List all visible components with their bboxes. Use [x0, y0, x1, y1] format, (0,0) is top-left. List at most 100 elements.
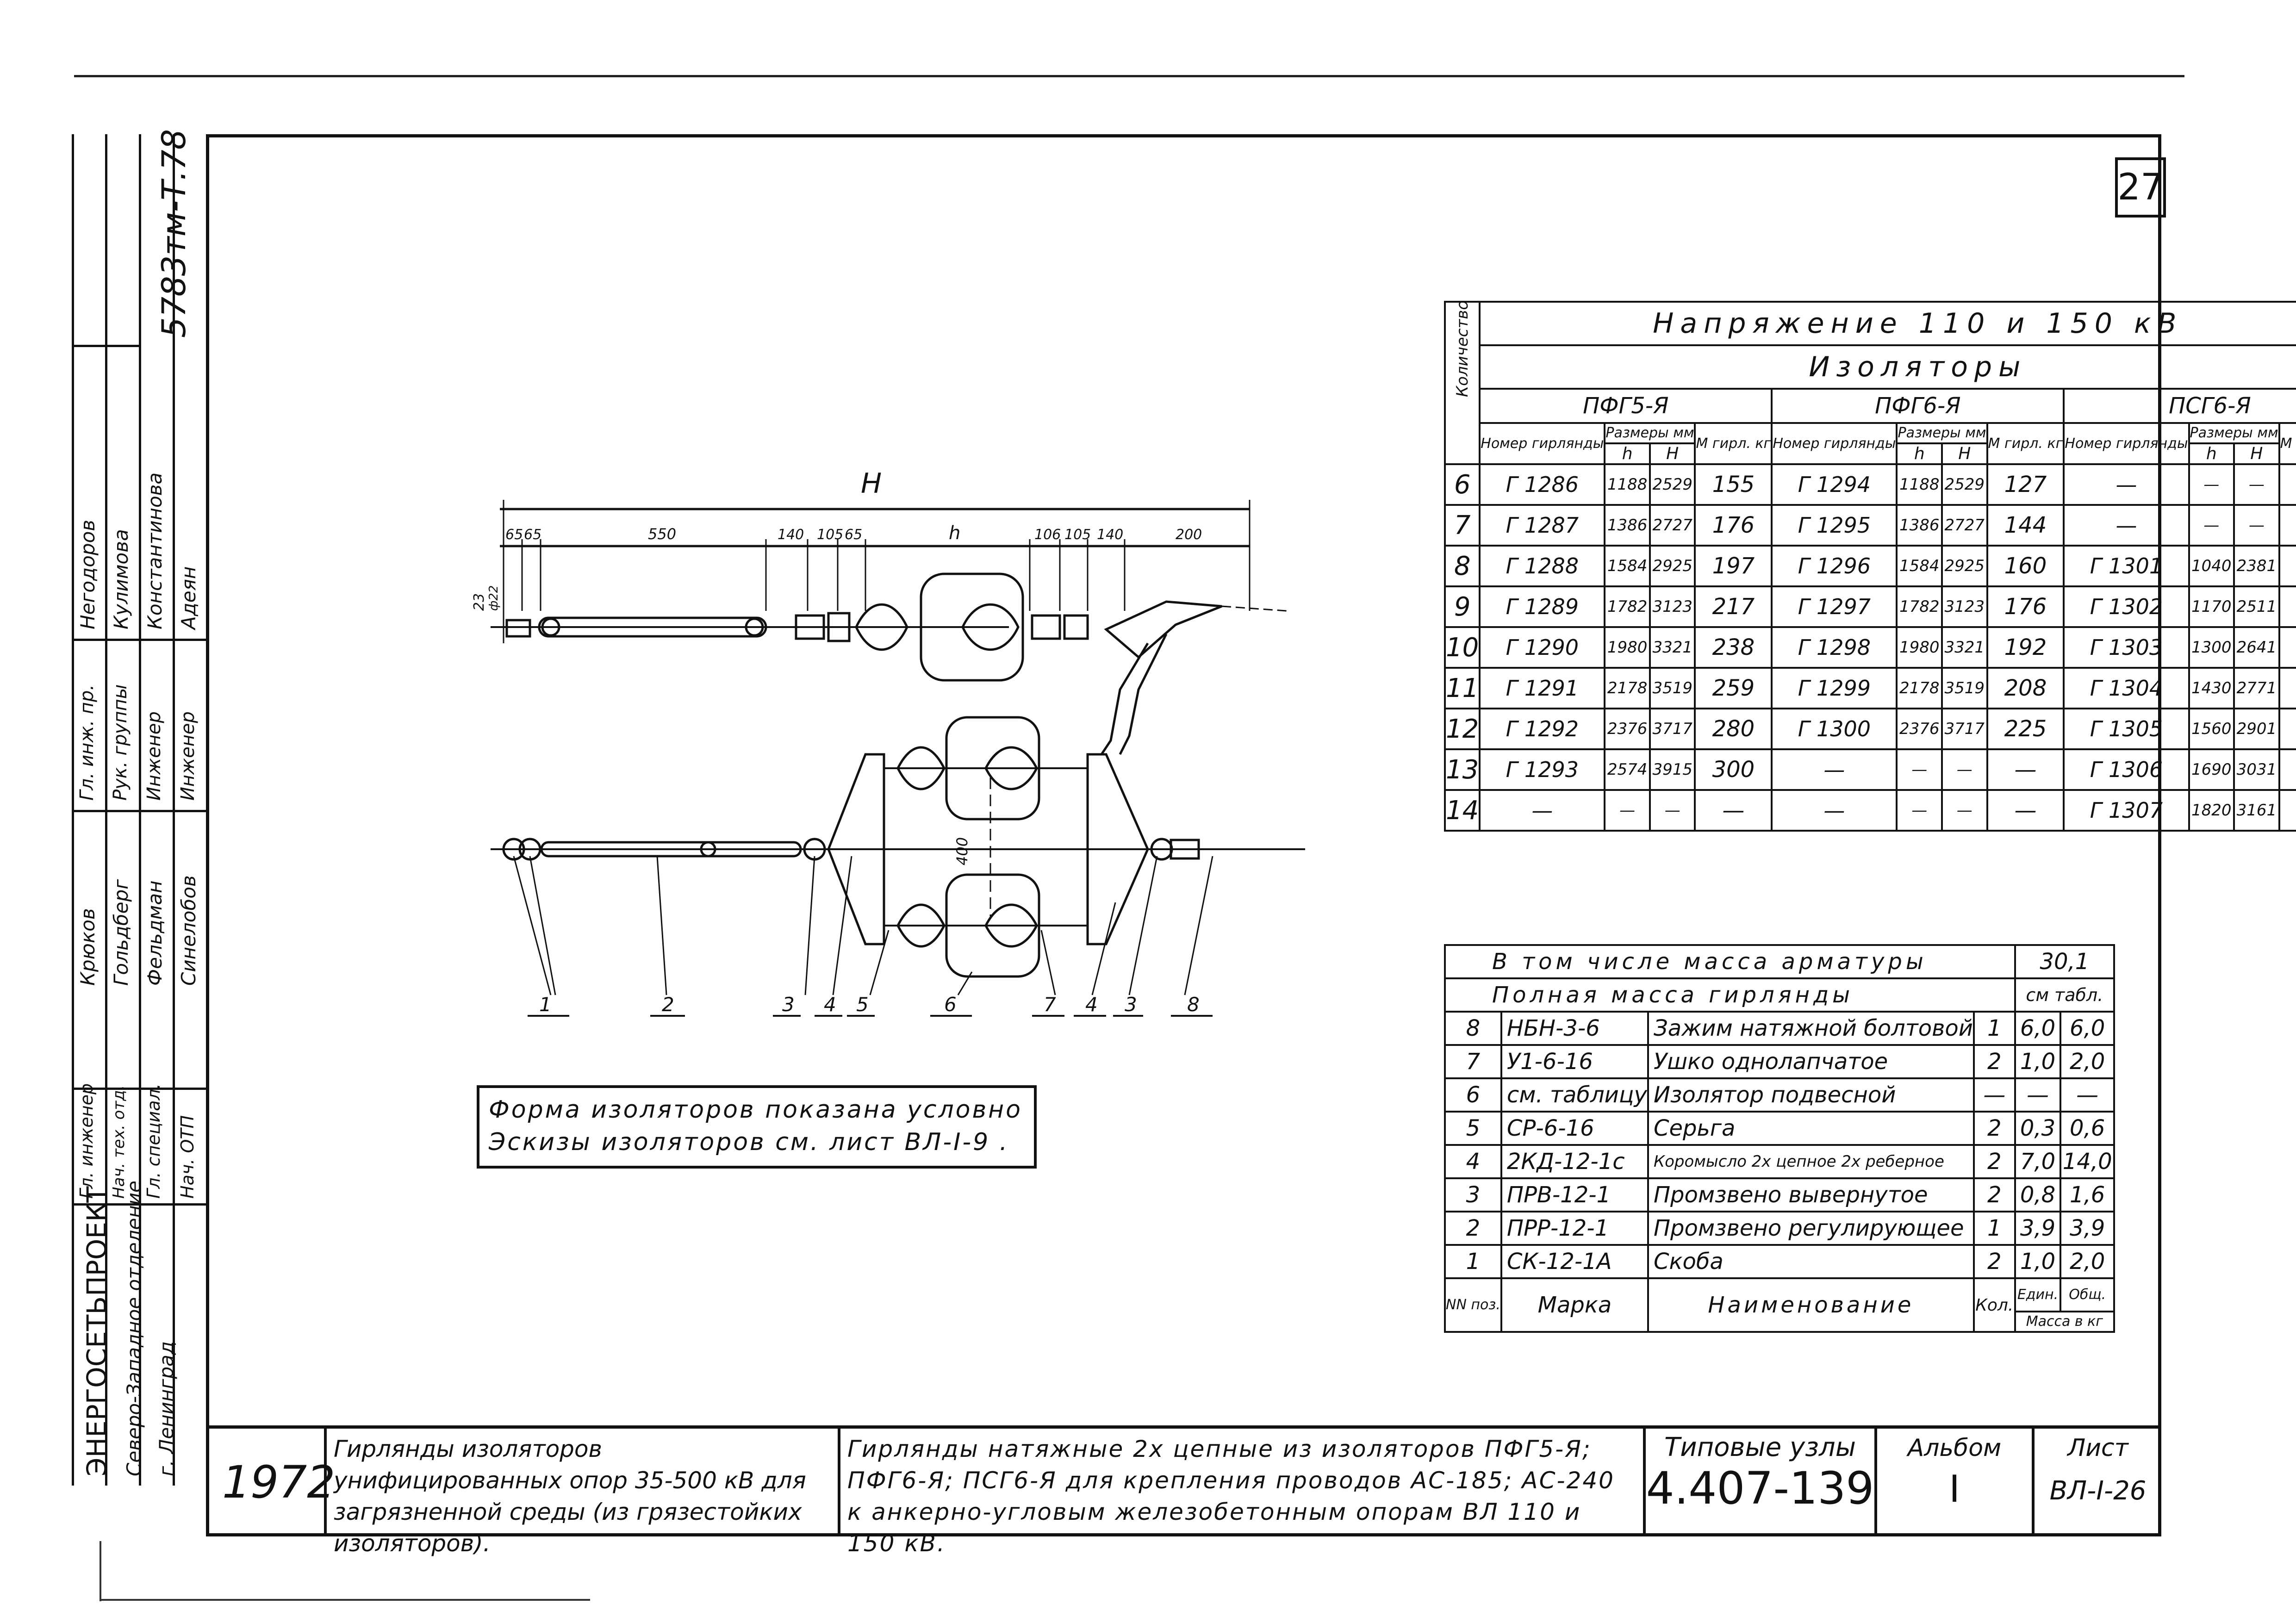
table-cell: 1584 [1604, 545, 1651, 587]
dim-label: h [949, 522, 960, 544]
table-cell: 1980 [1604, 626, 1651, 669]
col-mass-header: М гирл. кг [1986, 422, 2065, 465]
table-cell: Изолятор подвесной [1647, 1077, 1975, 1113]
table-cell: 1690 [2188, 748, 2235, 791]
table-cell: — [2188, 463, 2235, 506]
callout-leader [1040, 930, 1056, 995]
group-header: ПСГ6-Я [2063, 388, 2296, 424]
dim-label: 23 [471, 593, 487, 611]
adjusting-link [538, 616, 767, 638]
callout-leader [957, 971, 973, 995]
table-cell: 1560 [2188, 708, 2235, 750]
album-value: I [1949, 1468, 1960, 1511]
table-cell: 1188 [1604, 463, 1651, 506]
table-cell: 2511 [2233, 585, 2280, 628]
table-cell: 2,0 [2060, 1044, 2115, 1079]
callout-leader [869, 930, 890, 995]
table-cell: 3161 [2233, 789, 2280, 832]
table-cell: НБН-3-6 [1500, 1011, 1649, 1046]
table-cell: Зажим натяжной болтовой [1647, 1011, 1975, 1046]
insulator-disc [945, 873, 1040, 978]
table-cell: СР-6-16 [1500, 1111, 1649, 1146]
table-cell: 1430 [2188, 667, 2235, 709]
table-cell: Г 1303 [2063, 626, 2190, 669]
stamp-divider [72, 639, 206, 641]
stamp-name: Синелобов [177, 875, 200, 986]
table-cell: 1980 [1896, 626, 1943, 669]
callout-number: 2 [662, 993, 674, 1016]
stamp-name: Константинова [143, 472, 166, 629]
table-cell: 155 [1694, 463, 1773, 506]
table-cell: — [2014, 1077, 2062, 1113]
stamp-name: Крюков [76, 908, 99, 986]
link-eye [700, 841, 716, 858]
note-line-2: Эскизы изоляторов см. лист ВЛ-I-9 . [489, 1128, 1009, 1156]
table-cell: 140 [2278, 667, 2296, 709]
table-cell: 2 [1972, 1177, 2016, 1213]
yoke-left [827, 753, 885, 945]
callout-leader [529, 856, 556, 995]
group-header: ПФГ6-Я [1771, 388, 2065, 424]
album-label: Альбом [1907, 1434, 2002, 1462]
table-cell: 2КД-12-1с [1500, 1144, 1649, 1179]
table-cell: — [1694, 789, 1773, 832]
callout-leader [656, 856, 667, 995]
dim-label: 105 [1064, 527, 1091, 543]
stamp-name: Кулимова [110, 529, 132, 629]
table-cell: 217 [1694, 585, 1773, 628]
table-cell: 150 [2278, 708, 2296, 750]
table-cell: 300 [1694, 748, 1773, 791]
table-cell: — [1771, 789, 1898, 832]
col-H-header: Н [1649, 442, 1696, 465]
table-cell: — [1604, 789, 1651, 832]
dim-label: 105 [817, 527, 843, 543]
album-cell: Альбом I [1874, 1429, 2032, 1536]
adjusting-link [540, 841, 802, 858]
table-cell: 1 [1972, 1011, 2016, 1046]
insulator-cap [961, 603, 1020, 651]
dim-label: 65 [845, 527, 862, 543]
table-cell: — [2233, 463, 2280, 506]
table-cell: — [2063, 504, 2190, 547]
table-cell: 2 [1972, 1111, 2016, 1146]
col-pos-header: NN поз. [1444, 1277, 1502, 1333]
callout-leader [1091, 902, 1116, 995]
col-sizes-header: Размеры мм [1604, 422, 1696, 444]
table-cell: Г 1297 [1771, 585, 1898, 628]
typical-cell: Типовые узлы 4.407-139 [1643, 1429, 1874, 1536]
table-cell: Г 1296 [1771, 545, 1898, 587]
sheet-number-text: 27 [2117, 167, 2164, 208]
col-mass-header: М гирл. кг [1694, 422, 1773, 465]
table-cell: — [2278, 463, 2296, 506]
table-cell: 3321 [1649, 626, 1696, 669]
clamp-loop [1100, 642, 1149, 755]
stamp-org: Северо-Западное отделение [123, 1181, 145, 1476]
table-cell: — [1896, 748, 1943, 791]
table-cell: 2178 [1896, 667, 1943, 709]
dim-label: 140 [1097, 527, 1123, 543]
table-cell: Г 1287 [1479, 504, 1606, 547]
col-mark-header: Марка [1500, 1277, 1649, 1333]
table-cell: Ушко однолапчатое [1647, 1044, 1975, 1079]
table-cell: 160 [2278, 748, 2296, 791]
table-cell: СК-12-1А [1500, 1244, 1649, 1279]
table-cell: 120 [2278, 585, 2296, 628]
table-cell: — [1896, 789, 1943, 832]
table-row: 14————————Г 130718203161170 [1444, 789, 2296, 832]
table-cell: 1170 [2188, 585, 2235, 628]
series-title: Гирлянды изоляторов унифицированных опор… [334, 1436, 806, 1557]
table-cell: 7,0 [2014, 1144, 2062, 1179]
table-cell: — [1986, 748, 2065, 791]
table-cell: 3519 [1649, 667, 1696, 709]
table-cell: 3,9 [2060, 1211, 2115, 1246]
link-clevis [795, 614, 825, 640]
fitting-mass-value: 30,1 [2014, 944, 2116, 979]
table-cell: 2925 [1941, 545, 1988, 587]
dim-label: 550 [648, 525, 676, 543]
table-cell: — [1479, 789, 1606, 832]
col-sizes-header: Размеры мм [2188, 422, 2280, 444]
